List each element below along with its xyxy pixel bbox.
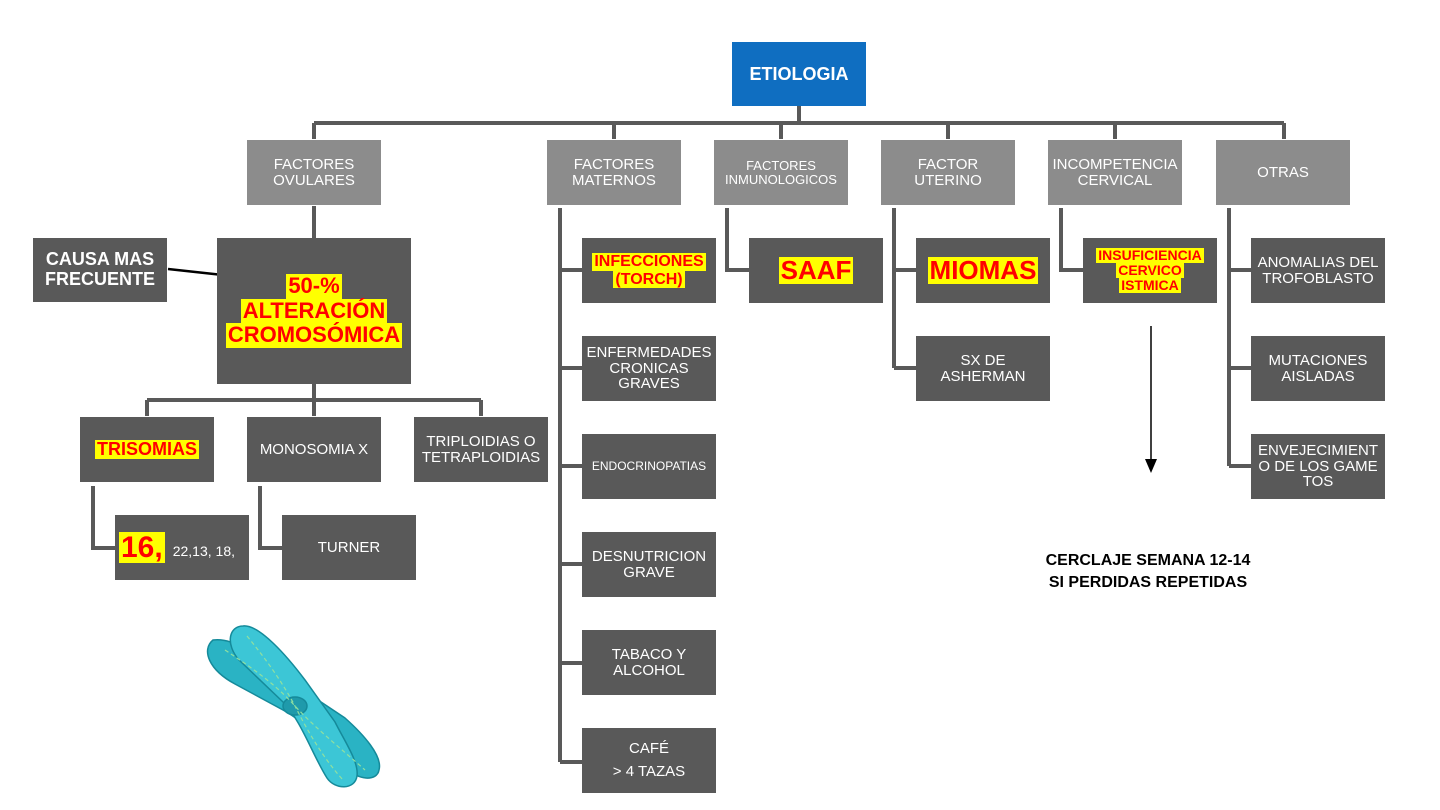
alteracion-line-3: CROMOSÓMICA: [225, 322, 403, 348]
category-otras: OTRAS: [1216, 140, 1350, 205]
cafe-box: CAFÉ > 4 TAZAS: [582, 728, 716, 793]
monosomia-label: MONOSOMIA X: [259, 440, 369, 458]
materno-item-label: ENFERMEDADES CRONICAS GRAVES: [586, 343, 712, 393]
miomas-label: MIOMAS: [927, 254, 1039, 285]
etiologia-root: ETIOLOGIA: [732, 42, 866, 106]
tabaco-alcohol-box: TABACO Y ALCOHOL: [582, 630, 716, 695]
turner-label: TURNER: [317, 538, 381, 556]
category-factores-inmunologicos: FACTORES INMUNOLOGICOS: [714, 140, 848, 205]
category-factores-ovulares: FACTORES OVULARES: [247, 140, 381, 205]
miomas-box: MIOMAS: [916, 238, 1050, 303]
infecciones-box: INFECCIONES (TORCH): [582, 238, 716, 303]
category-factores-maternos: FACTORES MATERNOS: [547, 140, 681, 205]
materno-item-label: TABACO Y ALCOHOL: [611, 645, 687, 679]
desnutricion-box: DESNUTRICION GRAVE: [582, 532, 716, 597]
saaf-label: SAAF: [778, 254, 854, 285]
infecciones-line-1: INFECCIONES: [592, 252, 706, 271]
causa-line-2: FRECUENTE: [44, 269, 155, 289]
triploidias-label: TRIPLOIDIAS O TETRAPLOIDIAS: [421, 432, 541, 466]
trisomias-label: TRISOMIAS: [94, 439, 199, 460]
endocrinopatias-box: ENDOCRINOPATIAS: [582, 434, 716, 499]
turner-box: TURNER: [282, 515, 416, 580]
cafe-line-2: > 4 TAZAS: [612, 762, 686, 780]
root-label: ETIOLOGIA: [749, 63, 849, 84]
materno-item-label: ENDOCRINOPATIAS: [591, 459, 707, 474]
category-label: FACTORES OVULARES: [273, 155, 355, 189]
mutaciones-aisladas-box: MUTACIONES AISLADAS: [1251, 336, 1385, 401]
alteracion-percent: 50-%: [286, 273, 342, 299]
enfermedades-cronicas-box: ENFERMEDADES CRONICAS GRAVES: [582, 336, 716, 401]
insuficiencia-line-2: CERVICO: [1116, 262, 1184, 279]
trisomias-box: TRISOMIAS: [80, 417, 214, 482]
insuficiencia-line-3: ISTMICA: [1119, 276, 1181, 293]
trisomia-others: 22,13, 18,: [172, 543, 235, 560]
category-label: FACTOR UTERINO: [914, 155, 982, 189]
otras-item-label: ENVEJECIMIENTO DE LOS GAMETOS: [1257, 441, 1378, 491]
cafe-line-1: CAFÉ: [628, 740, 669, 757]
monosomia-box: MONOSOMIA X: [247, 417, 381, 482]
alteracion-line-2: ALTERACIÓN: [240, 297, 388, 324]
category-factor-uterino: FACTOR UTERINO: [881, 140, 1015, 205]
alteracion-cromosomica-box: 50-% ALTERACIÓN CROMOSÓMICA: [217, 238, 411, 384]
saaf-box: SAAF: [749, 238, 883, 303]
otras-item-label: MUTACIONES AISLADAS: [1268, 351, 1368, 385]
infecciones-line-2: (TORCH): [613, 270, 685, 289]
envejecimiento-gametos-box: ENVEJECIMIENTO DE LOS GAMETOS: [1251, 434, 1385, 499]
category-label: FACTORES INMUNOLOGICOS: [725, 157, 837, 187]
cerclaje-line-2: SI PERDIDAS REPETIDAS: [1048, 573, 1248, 591]
trisomia-numbers-box: 16, 22,13, 18,: [115, 515, 249, 580]
insuficiencia-box: INSUFICIENCIA CERVICO ISTMICA: [1083, 238, 1217, 303]
category-incompetencia-cervical: INCOMPETENCIA CERVICAL: [1048, 140, 1182, 205]
cerclaje-line-1: CERCLAJE SEMANA 12-14: [1045, 552, 1251, 569]
category-label: FACTORES MATERNOS: [572, 155, 656, 189]
trisomia-16: 16,: [119, 530, 165, 564]
insuficiencia-line-1: INSUFICIENCIA: [1096, 247, 1204, 264]
category-label: OTRAS: [1257, 163, 1309, 181]
cerclaje-note: CERCLAJE SEMANA 12-14 SI PERDIDAS REPETI…: [1010, 550, 1286, 593]
otras-item-label: ANOMALIAS DEL TROFOBLASTO: [1257, 253, 1379, 287]
materno-item-label: DESNUTRICION GRAVE: [591, 547, 707, 581]
asherman-label: SX DE ASHERMAN: [940, 351, 1026, 385]
chromosome-illustration: [206, 625, 381, 788]
asherman-box: SX DE ASHERMAN: [916, 336, 1050, 401]
causa-line-1: CAUSA MAS: [45, 249, 155, 270]
triploidias-box: TRIPLOIDIAS O TETRAPLOIDIAS: [414, 417, 548, 482]
causa-mas-frecuente-label: CAUSA MAS FRECUENTE: [33, 238, 167, 302]
anomalias-trofoblasto-box: ANOMALIAS DEL TROFOBLASTO: [1251, 238, 1385, 303]
category-label: INCOMPETENCIA CERVICAL: [1052, 155, 1178, 189]
